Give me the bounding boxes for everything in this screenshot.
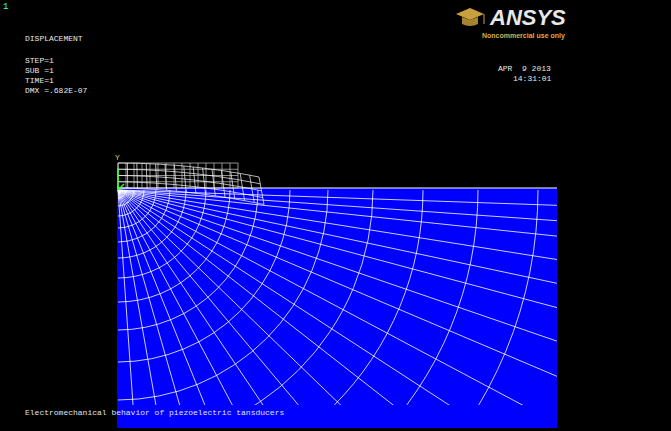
substep-info: SUB =1 [25, 66, 54, 76]
max-displacement: DMX =.682E-07 [25, 86, 87, 96]
plot-time: 14:31:01 [513, 74, 551, 84]
plot-type: DISPLACEMENT [25, 34, 83, 44]
transducer-mesh [118, 163, 264, 205]
window-number: 1 [3, 2, 8, 12]
plot-date: APR 9 2013 [498, 64, 551, 74]
ansys-logo-icon [456, 8, 484, 26]
radial-mesh [118, 190, 557, 405]
step-info: STEP=1 [25, 56, 54, 66]
axis-label: Y [115, 153, 120, 163]
license-note: Noncommercial use only [482, 31, 565, 41]
surface-edge [117, 188, 557, 189]
axis-triad [118, 168, 124, 190]
logo-text: ANSYS [490, 6, 566, 30]
time-info: TIME=1 [25, 76, 54, 86]
plot-title: Electromechanical behavior of piezoelect… [25, 408, 284, 418]
substrate-region [117, 188, 557, 428]
